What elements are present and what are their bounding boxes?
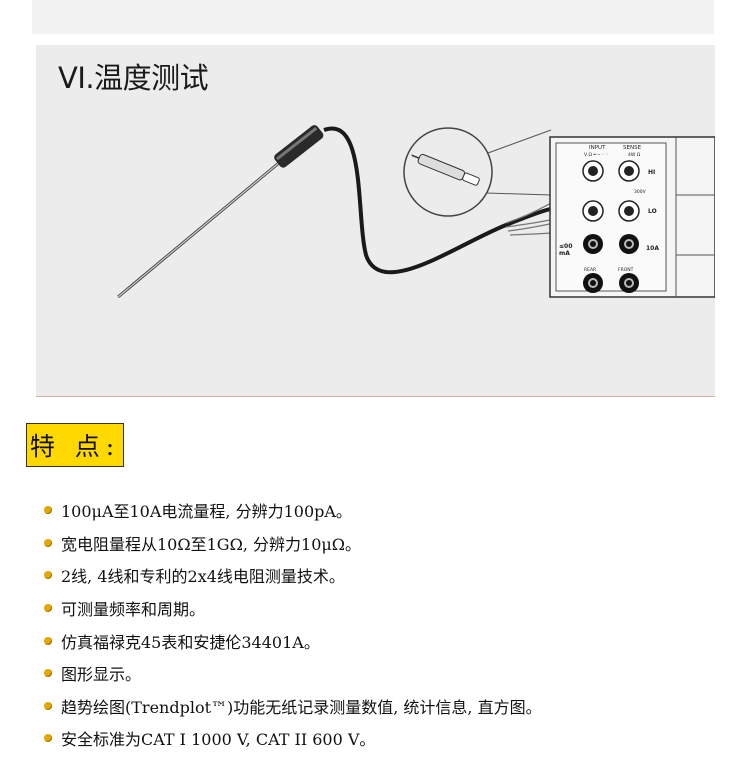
feature-text: 仿真福禄克45表和安捷伦34401A。 bbox=[61, 632, 320, 652]
features-label: 特 点: bbox=[26, 423, 124, 467]
label-sense: SENSE bbox=[623, 145, 642, 151]
jack-10a bbox=[619, 234, 639, 254]
list-item: 图形显示。 bbox=[44, 657, 542, 690]
jack-sense-hi bbox=[618, 160, 640, 182]
feature-text: 安全标准为CAT I 1000 V, CAT II 600 V。 bbox=[61, 730, 376, 750]
list-item: 2线, 4线和专利的2x4线电阻测量技术。 bbox=[44, 559, 542, 592]
probe-cable bbox=[323, 126, 585, 275]
label-ma-bottom: mA bbox=[559, 250, 570, 257]
label-hi: HI bbox=[648, 169, 655, 176]
probe-handle bbox=[274, 125, 324, 168]
list-item: 趋势绘图(Trendplot™)功能无纸记录测量数值, 统计信息, 直方图。 bbox=[44, 690, 542, 723]
list-item: 仿真福禄克45表和安捷伦34401A。 bbox=[44, 624, 542, 657]
bullet-icon bbox=[44, 701, 52, 710]
label-sense-sub: 4W Ω bbox=[628, 152, 641, 158]
label-rear: REAR bbox=[584, 267, 596, 273]
label-ma-top: ≤00 bbox=[559, 243, 572, 250]
plug-detail bbox=[411, 153, 480, 186]
temperature-test-section: VI.温度测试 INPUT bbox=[36, 45, 715, 397]
label-input: INPUT bbox=[589, 145, 606, 151]
bullet-icon bbox=[44, 571, 52, 580]
bullet-icon bbox=[44, 636, 52, 645]
bullet-icon bbox=[44, 538, 52, 547]
feature-text: 宽电阻量程从10Ω至1GΩ, 分辨力10μΩ。 bbox=[61, 534, 362, 554]
features-list: 100μA至10A电流量程, 分辨力100pA。 宽电阻量程从10Ω至1GΩ, … bbox=[44, 494, 542, 755]
temperature-probe-illustration: INPUT V Ω ═ ─ ◦ ◦ SENSE 4W Ω HI LO 300V … bbox=[117, 125, 715, 299]
feature-text: 可测量频率和周期。 bbox=[61, 600, 206, 620]
label-front: FRONT bbox=[618, 267, 634, 273]
list-item: 100μA至10A电流量程, 分辨力100pA。 bbox=[44, 494, 542, 527]
list-item: 可测量频率和周期。 bbox=[44, 592, 542, 625]
bullet-icon bbox=[44, 669, 52, 678]
bullet-icon bbox=[44, 506, 52, 515]
jack-rear bbox=[583, 273, 603, 293]
top-panel bbox=[32, 0, 714, 34]
jack-sense-lo bbox=[618, 200, 640, 222]
list-item: 安全标准为CAT I 1000 V, CAT II 600 V。 bbox=[44, 722, 542, 755]
section-title: VI.温度测试 bbox=[58, 61, 209, 95]
jack-ma bbox=[583, 234, 603, 254]
multimeter-panel: INPUT V Ω ═ ─ ◦ ◦ SENSE 4W Ω HI LO 300V … bbox=[549, 136, 715, 298]
label-300v: 300V bbox=[634, 189, 647, 195]
feature-text: 趋势绘图(Trendplot™)功能无纸记录测量数值, 统计信息, 直方图。 bbox=[61, 697, 542, 717]
jack-input-lo bbox=[582, 200, 604, 222]
label-10a: 10A bbox=[646, 245, 659, 252]
bullet-icon bbox=[44, 734, 52, 743]
feature-text: 图形显示。 bbox=[61, 665, 142, 685]
label-input-sub: V Ω ═ ─ ◦ ◦ bbox=[584, 152, 608, 158]
jack-front bbox=[619, 273, 639, 293]
label-lo: LO bbox=[648, 208, 657, 215]
feature-text: 100μA至10A电流量程, 分辨力100pA。 bbox=[61, 502, 352, 522]
feature-text: 2线, 4线和专利的2x4线电阻测量技术。 bbox=[61, 567, 345, 587]
jack-input-hi bbox=[582, 160, 604, 182]
bullet-icon bbox=[44, 604, 52, 613]
list-item: 宽电阻量程从10Ω至1GΩ, 分辨力10μΩ。 bbox=[44, 527, 542, 560]
